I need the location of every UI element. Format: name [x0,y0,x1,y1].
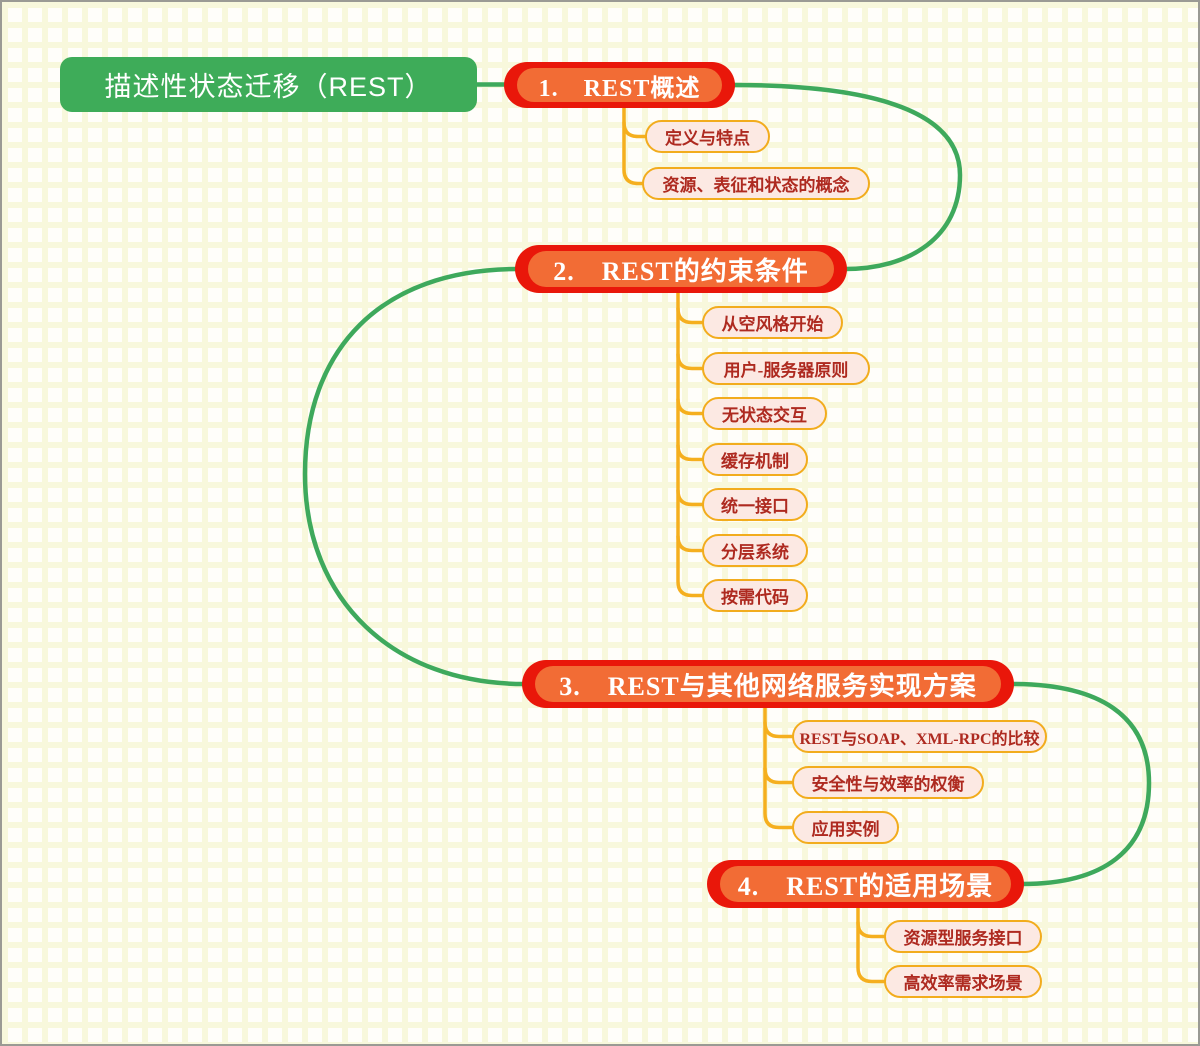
edge-branch2-child1 [676,306,705,325]
branch-node-2-label: 2. REST的约束条件 [528,251,834,287]
branch-node-1[interactable]: 1. REST概述 [504,62,735,108]
edge-branch2-child5 [676,488,705,507]
child-node-3-1[interactable]: REST与SOAP、XML-RPC的比较 [792,720,1047,753]
child-node-2-2-label: 用户-服务器原则 [723,361,849,380]
edge-branch2-children-trunk [676,285,705,598]
edge-branch3-child1 [763,720,795,739]
edge-branch3-to-branch4 [1009,681,1152,887]
child-node-2-3-label: 无状态交互 [722,406,807,425]
child-node-2-4-label: 缓存机制 [721,452,789,471]
edge-branch3-children-trunk [763,700,795,830]
child-node-1-1[interactable]: 定义与特点 [645,120,770,153]
edge-branch4-child1 [856,920,887,939]
edge-branch2-child6 [676,534,705,553]
edge-branch3-child2 [763,766,795,785]
child-node-4-2[interactable]: 高效率需求场景 [884,965,1042,998]
child-node-1-1-label: 定义与特点 [665,129,750,148]
child-node-2-6[interactable]: 分层系统 [702,534,808,567]
child-node-2-1[interactable]: 从空风格开始 [702,306,843,339]
branch-node-4[interactable]: 4. REST的适用场景 [707,860,1024,908]
child-node-2-2[interactable]: 用户-服务器原则 [702,352,870,385]
child-node-4-1[interactable]: 资源型服务接口 [884,920,1042,953]
child-node-2-4[interactable]: 缓存机制 [702,443,808,476]
child-node-3-2-label: 安全性与效率的权衡 [811,775,965,794]
edge-branch2-child3 [676,397,705,416]
branch-node-1-label: 1. REST概述 [517,68,722,102]
child-node-4-2-label: 高效率需求场景 [903,974,1023,993]
edge-branch1-child1 [622,120,649,139]
edge-branch1-children-trunk [622,100,646,186]
edge-branch4-children-trunk [856,900,887,984]
child-node-3-3[interactable]: 应用实例 [792,811,899,844]
root-node[interactable]: 描述性状态迁移（REST） [60,57,477,112]
child-node-2-5[interactable]: 统一接口 [702,488,808,521]
child-node-2-6-label: 分层系统 [721,543,789,562]
child-node-3-3-label: 应用实例 [811,820,880,839]
child-node-4-1-label: 资源型服务接口 [903,929,1023,948]
child-node-1-2[interactable]: 资源、表征和状态的概念 [642,167,870,200]
branch-node-3[interactable]: 3. REST与其他网络服务实现方案 [522,660,1014,708]
child-node-2-7[interactable]: 按需代码 [702,579,808,612]
child-node-2-3[interactable]: 无状态交互 [702,397,827,430]
child-node-2-1-label: 从空风格开始 [721,315,824,334]
child-node-1-2-label: 资源、表征和状态的概念 [662,176,850,195]
branch-node-3-label: 3. REST与其他网络服务实现方案 [535,666,1001,702]
child-node-3-2[interactable]: 安全性与效率的权衡 [792,766,984,799]
child-node-3-1-label: REST与SOAP、XML-RPC的比较 [799,730,1040,748]
child-node-2-5-label: 统一接口 [721,497,789,516]
branch-node-2[interactable]: 2. REST的约束条件 [515,245,847,293]
edge-branch2-child2 [676,352,705,371]
branch-node-4-label: 4. REST的适用场景 [720,866,1011,902]
edge-branch2-child4 [676,443,705,462]
child-node-2-7-label: 按需代码 [721,588,789,607]
root-node-label: 描述性状态迁移（REST） [104,72,433,102]
edge-branch2-to-branch3 [302,266,527,687]
